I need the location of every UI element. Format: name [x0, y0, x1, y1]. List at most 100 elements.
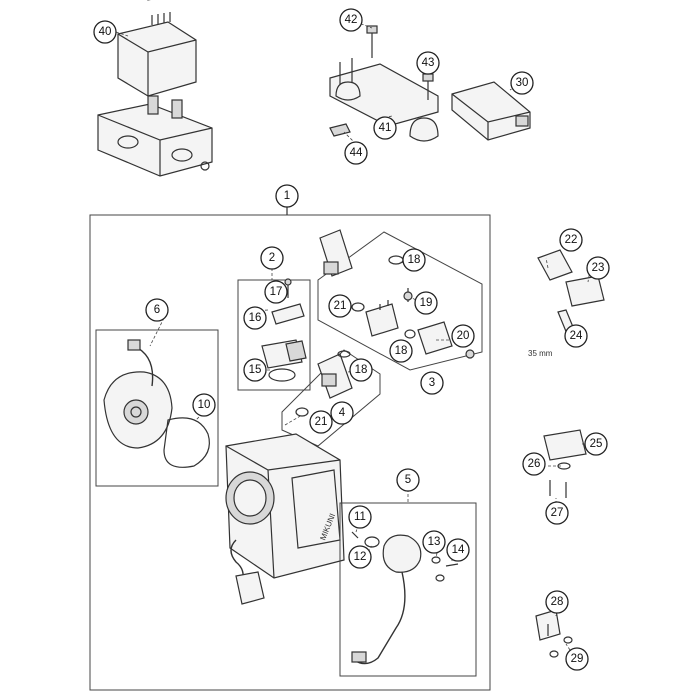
callout-6-label: 6: [154, 304, 160, 316]
callout-2: 2: [260, 246, 284, 270]
callout-29: 29: [565, 647, 589, 671]
callout-18a: 18: [402, 248, 426, 272]
callout-24-label: 24: [570, 330, 583, 342]
mounting-bracket: [329, 58, 439, 142]
callout-5-label: 5: [405, 474, 411, 486]
callout-3-label: 3: [429, 377, 435, 389]
seal-21a: [351, 302, 365, 312]
callout-14-label: 14: [452, 544, 465, 556]
callout-11-label: 11: [354, 511, 366, 523]
sub-frame-6: [95, 329, 219, 487]
clip-16: [271, 303, 305, 325]
callout-21b: 21: [309, 410, 333, 434]
callout-10: 10: [192, 393, 216, 417]
callout-15-label: 15: [249, 364, 262, 376]
ecu-bracket: [97, 95, 213, 177]
callout-15: 15: [243, 358, 267, 382]
callout-24: 24: [564, 324, 588, 348]
o-ring-12: [364, 536, 380, 548]
callout-21a: 21: [328, 294, 352, 318]
dimension-label: 35 mm: [528, 349, 553, 358]
callout-13: 13: [422, 530, 446, 554]
callout-18a-label: 18: [408, 254, 421, 266]
callout-20-label: 20: [457, 330, 470, 342]
callout-22-label: 22: [565, 234, 578, 246]
bolt-42: [366, 25, 378, 58]
callout-6: 6: [145, 298, 169, 322]
callout-26-label: 26: [528, 458, 541, 470]
sub-frame-4: [281, 349, 381, 447]
callout-26: 26: [522, 452, 546, 476]
callout-1-label: 1: [284, 190, 290, 202]
callout-25: 25: [584, 432, 608, 456]
callout-12: 12: [348, 545, 372, 569]
callout-4-label: 4: [339, 407, 346, 419]
callout-41-label: 41: [379, 122, 392, 134]
sensor-22: [537, 249, 573, 281]
screw-11: [351, 531, 359, 539]
sensor-23: [565, 275, 605, 307]
seal-18a: [388, 255, 404, 265]
injector-lower: [317, 350, 353, 399]
fitting-20: [404, 321, 475, 359]
callout-40: 40: [93, 20, 117, 44]
injector-upper: [319, 229, 353, 277]
callout-44: 44: [344, 141, 368, 165]
screw-14: [445, 563, 459, 567]
callout-19-label: 19: [420, 297, 433, 309]
callout-25-label: 25: [590, 438, 603, 450]
callout-10-label: 10: [198, 399, 211, 411]
callout-20: 20: [451, 324, 475, 348]
callout-23: 23: [586, 256, 610, 280]
callout-4: 4: [330, 401, 354, 425]
gasket-10: [163, 417, 210, 468]
callout-17: 17: [264, 280, 288, 304]
fuel-rail-connector: [365, 300, 399, 337]
callout-21b-label: 21: [315, 416, 328, 428]
bolt-17: [284, 278, 292, 298]
callout-17-label: 17: [270, 286, 283, 298]
callout-29-label: 29: [571, 653, 584, 665]
callout-3: 3: [420, 371, 444, 395]
bolt-27: [549, 480, 567, 498]
ecu-unit: [117, 0, 197, 97]
seal-21b: [295, 407, 309, 417]
callout-22: 22: [559, 228, 583, 252]
callout-28: 28: [545, 590, 569, 614]
callout-12-label: 12: [354, 551, 367, 563]
callout-27-label: 27: [551, 507, 564, 519]
callout-42: 42: [339, 8, 363, 32]
callout-44-label: 44: [350, 147, 363, 159]
callout-2-label: 2: [269, 252, 275, 264]
sensor-25: [543, 429, 587, 461]
clip-44: [329, 123, 351, 137]
screw-29: [549, 636, 573, 658]
callout-18c-label: 18: [355, 364, 368, 376]
sensor-module-30: [451, 81, 531, 141]
callout-13-label: 13: [428, 536, 441, 548]
callout-21a-label: 21: [334, 300, 347, 312]
callout-43-label: 43: [422, 57, 435, 69]
washer-13: [431, 556, 445, 582]
callout-30-label: 30: [516, 77, 529, 89]
sensor-housing: [103, 339, 173, 449]
callout-28-label: 28: [551, 596, 564, 608]
callout-23-label: 23: [592, 262, 605, 274]
callout-16: 16: [243, 306, 267, 330]
assembly-frame-1: [89, 214, 491, 691]
callout-18b-label: 18: [395, 345, 408, 357]
sub-frame-3: [317, 231, 483, 371]
callout-27: 27: [545, 501, 569, 525]
callout-5: 5: [396, 468, 420, 492]
sensor-28: [535, 609, 561, 641]
callout-41: 41: [373, 116, 397, 140]
o-ring-15: [268, 368, 296, 382]
callout-1: 1: [275, 184, 299, 208]
callout-14: 14: [446, 538, 470, 562]
callout-11: 11: [348, 505, 372, 529]
callout-18c: 18: [349, 358, 373, 382]
callout-18b: 18: [389, 339, 413, 363]
callout-19: 19: [414, 291, 438, 315]
callout-43: 43: [416, 51, 440, 75]
